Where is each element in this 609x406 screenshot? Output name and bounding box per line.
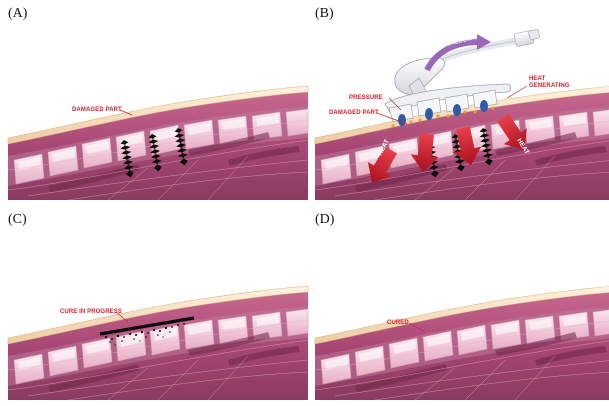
panel-b-illustration: VACUUM HEAT HEAT PRESSURE DAMAGED PART H…: [307, 0, 607, 200]
damaged-part-callout-b: DAMAGED PART: [329, 110, 379, 116]
panel-a: (A) DAMAGED PART: [0, 0, 300, 200]
panel-d-illustration: CURED: [307, 206, 607, 401]
panel-a-illustration: DAMAGED PART: [0, 0, 300, 200]
pressure-callout: PRESSURE: [349, 95, 383, 101]
damaged-part-callout-a: DAMAGED PART: [72, 107, 122, 113]
panel-c-illustration: CURE IN PROGRESS: [0, 206, 300, 401]
panel-b: (B): [307, 0, 607, 200]
cure-in-progress-callout: CURE IN PROGRESS: [60, 309, 122, 315]
panel-c: (C) CURE IN PROGRESS: [0, 206, 300, 406]
cured-callout: CURED: [387, 320, 409, 326]
panel-d: (D) CURED: [307, 206, 607, 406]
heat-generating-label: HEAT GENERATING: [529, 76, 570, 89]
